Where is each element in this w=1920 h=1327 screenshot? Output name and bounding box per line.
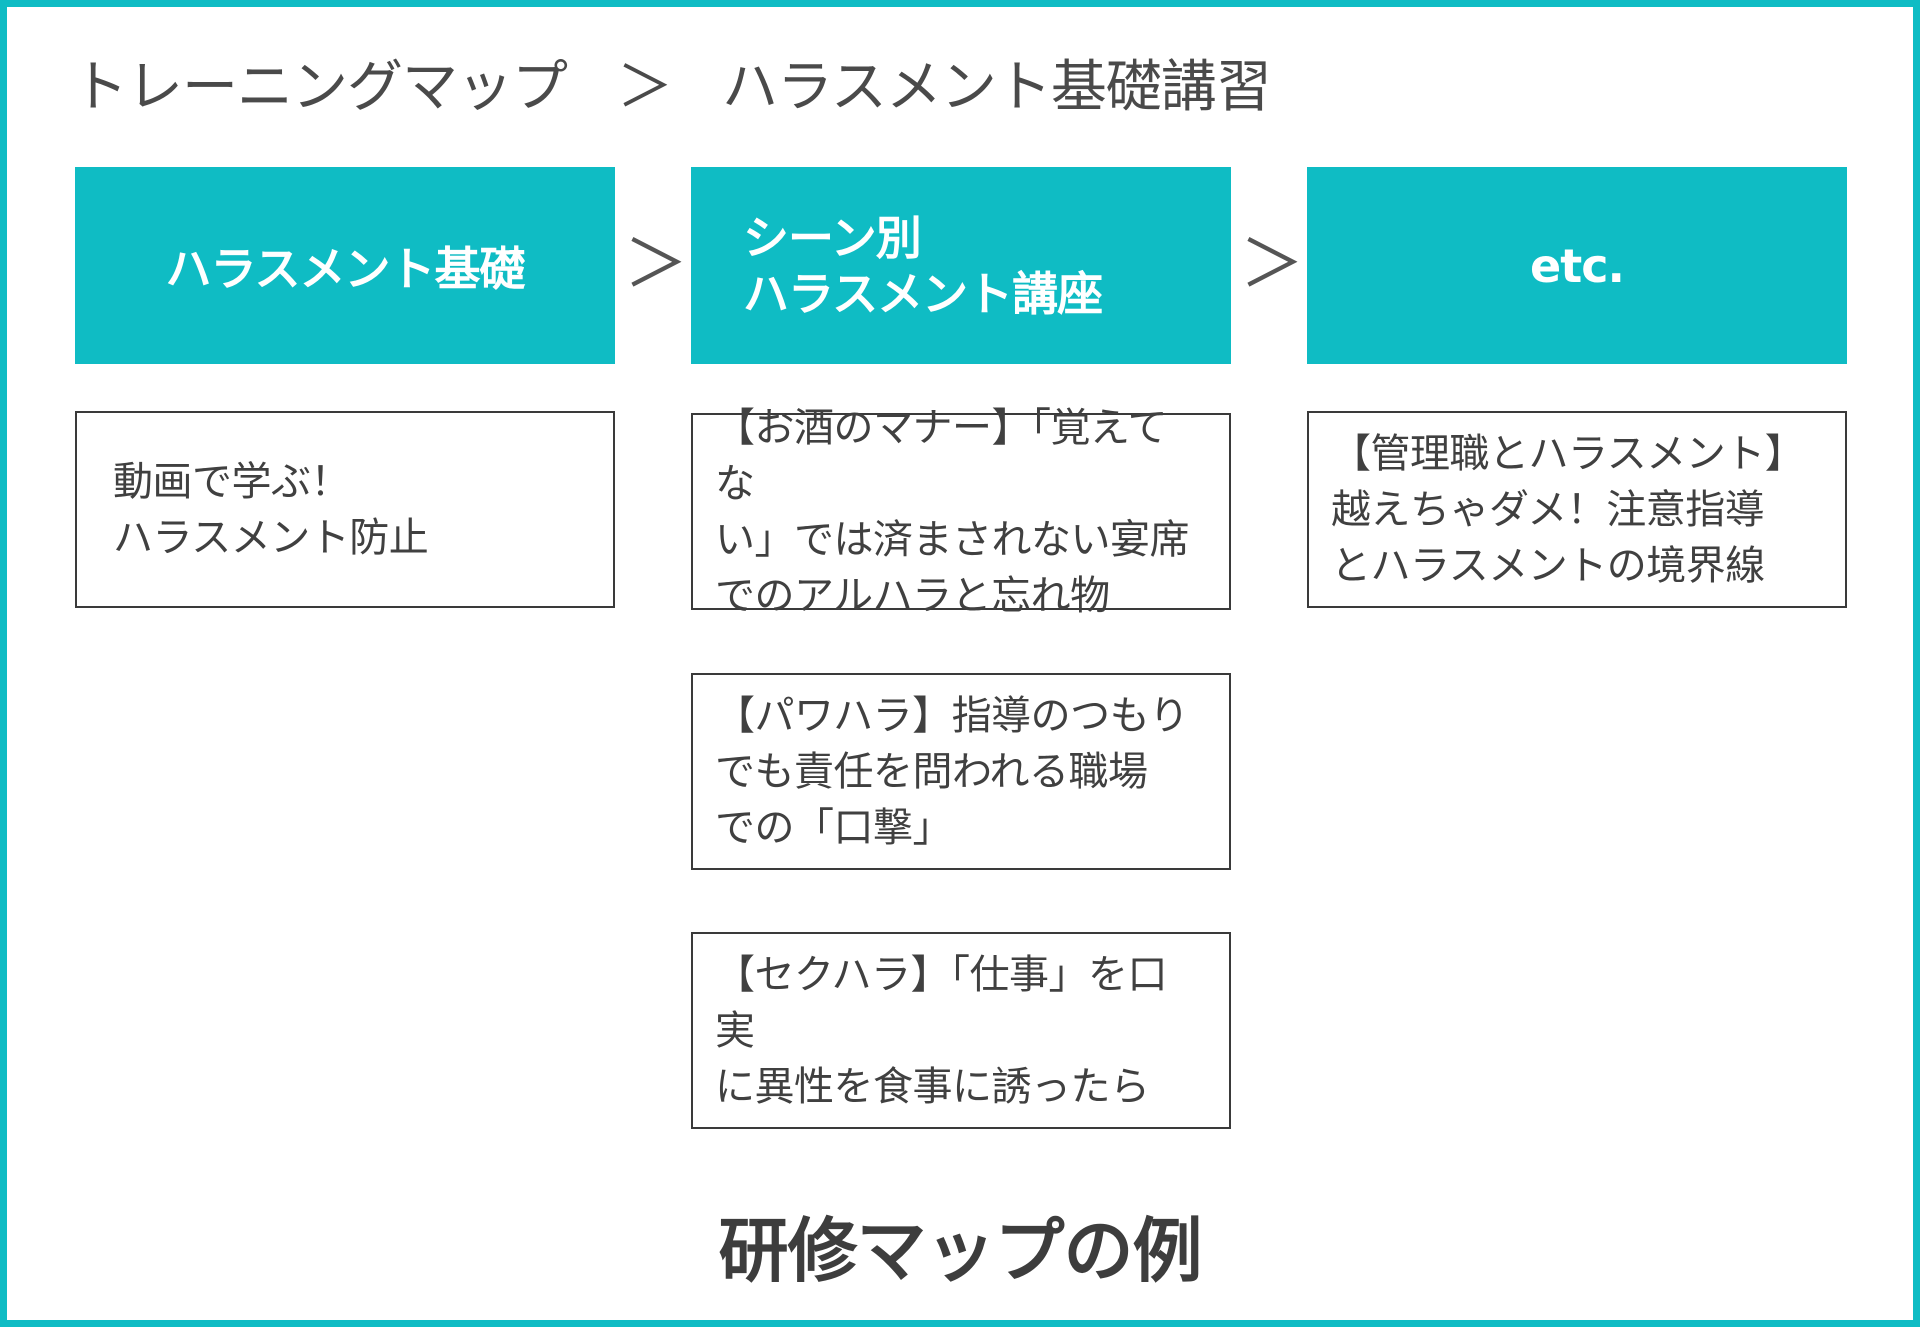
course-line: い」では済まされない宴席 [715, 516, 1190, 563]
breadcrumb: トレーニングマップ ＞ ハラスメント基礎講習 [72, 42, 1272, 122]
course-line: 【管理職とハラスメント】 [1331, 430, 1805, 477]
stage-label: シーン別 [743, 210, 922, 265]
stage-box-etc: etc. [1307, 167, 1847, 364]
stage-label: ハラスメント基礎 [165, 241, 525, 296]
course-line: での「口撃」 [715, 804, 952, 851]
course-box-sexual-harassment: 【セクハラ】「仕事」を口実 に異性を食事に誘ったら [691, 932, 1231, 1129]
stage-box-basics: ハラスメント基礎 [75, 167, 615, 364]
stage-label: ハラスメント講座 [743, 266, 1103, 321]
stage-arrow-1: ＞ [624, 228, 688, 302]
course-box-managers-harassment: 【管理職とハラスメント】 越えちゃダメ！注意指導 とハラスメントの境界線 [1307, 411, 1847, 608]
course-line: 越えちゃダメ！注意指導 [1331, 486, 1765, 533]
course-box-video-harassment: 動画で学ぶ！ ハラスメント防止 [75, 411, 615, 608]
course-line: とハラスメントの境界線 [1331, 542, 1765, 589]
course-line: に異性を食事に誘ったら [715, 1063, 1150, 1110]
course-line: 【セクハラ】「仕事」を口実 [715, 951, 1168, 1054]
breadcrumb-root: トレーニングマップ [72, 54, 568, 120]
stage-arrow-2: ＞ [1240, 228, 1304, 302]
course-box-alcohol-manners: 【お酒のマナー】「覚えてな い」では済まされない宴席 でのアルハラと忘れ物 [691, 405, 1231, 619]
stage-box-scenes: シーン別 ハラスメント講座 [691, 167, 1231, 364]
course-line: ハラスメント防止 [113, 514, 429, 561]
breadcrumb-separator: ＞ [617, 54, 673, 120]
course-line: でも責任を問われる職場 [715, 748, 1148, 795]
course-line: 動画で学ぶ！ [113, 458, 351, 505]
breadcrumb-current: ハラスメント基礎講習 [722, 54, 1272, 120]
course-line: 【パワハラ】指導のつもり [715, 692, 1189, 739]
stage-label: etc. [1530, 238, 1625, 293]
course-line: でのアルハラと忘れ物 [715, 572, 1110, 619]
diagram-caption: 研修マップの例 [718, 1210, 1203, 1292]
course-box-power-harassment: 【パワハラ】指導のつもり でも責任を問われる職場 での「口撃」 [691, 673, 1231, 870]
course-line: 【お酒のマナー】「覚えてな [715, 404, 1168, 507]
